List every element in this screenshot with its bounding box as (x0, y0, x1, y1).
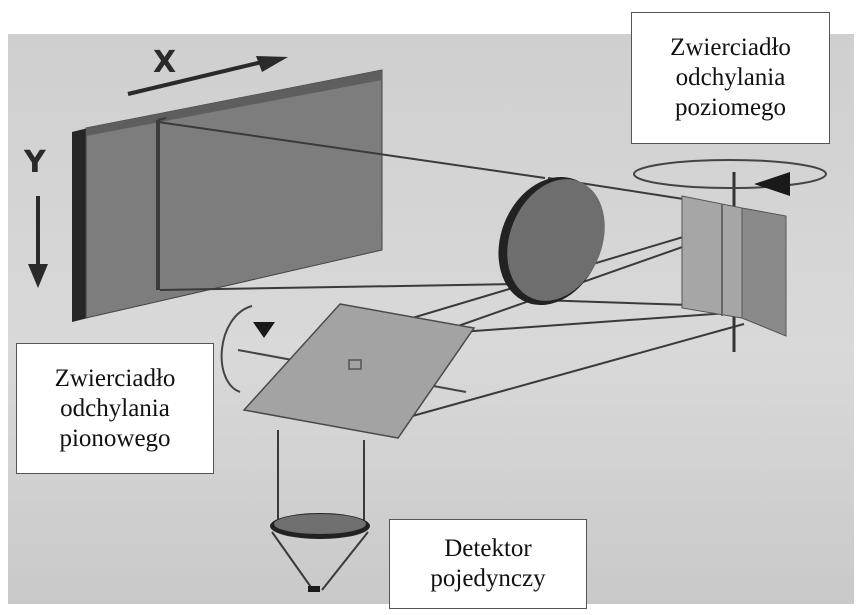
y-axis-label: Y (23, 145, 47, 180)
vertical-mirror-text: Zwierciadło odchylania pionowego (55, 364, 176, 454)
x-axis-label: X (153, 45, 176, 80)
vertical-mirror-label: Zwierciadło odchylania pionowego (16, 343, 214, 474)
detector-label: Detektor pojedynczy (389, 519, 587, 609)
detector-text: Detektor pojedynczy (430, 534, 545, 594)
horizontal-mirror-text: Zwierciadło odchylania poziomego (670, 33, 791, 123)
horizontal-mirror-label: Zwierciadło odchylania poziomego (631, 12, 830, 144)
